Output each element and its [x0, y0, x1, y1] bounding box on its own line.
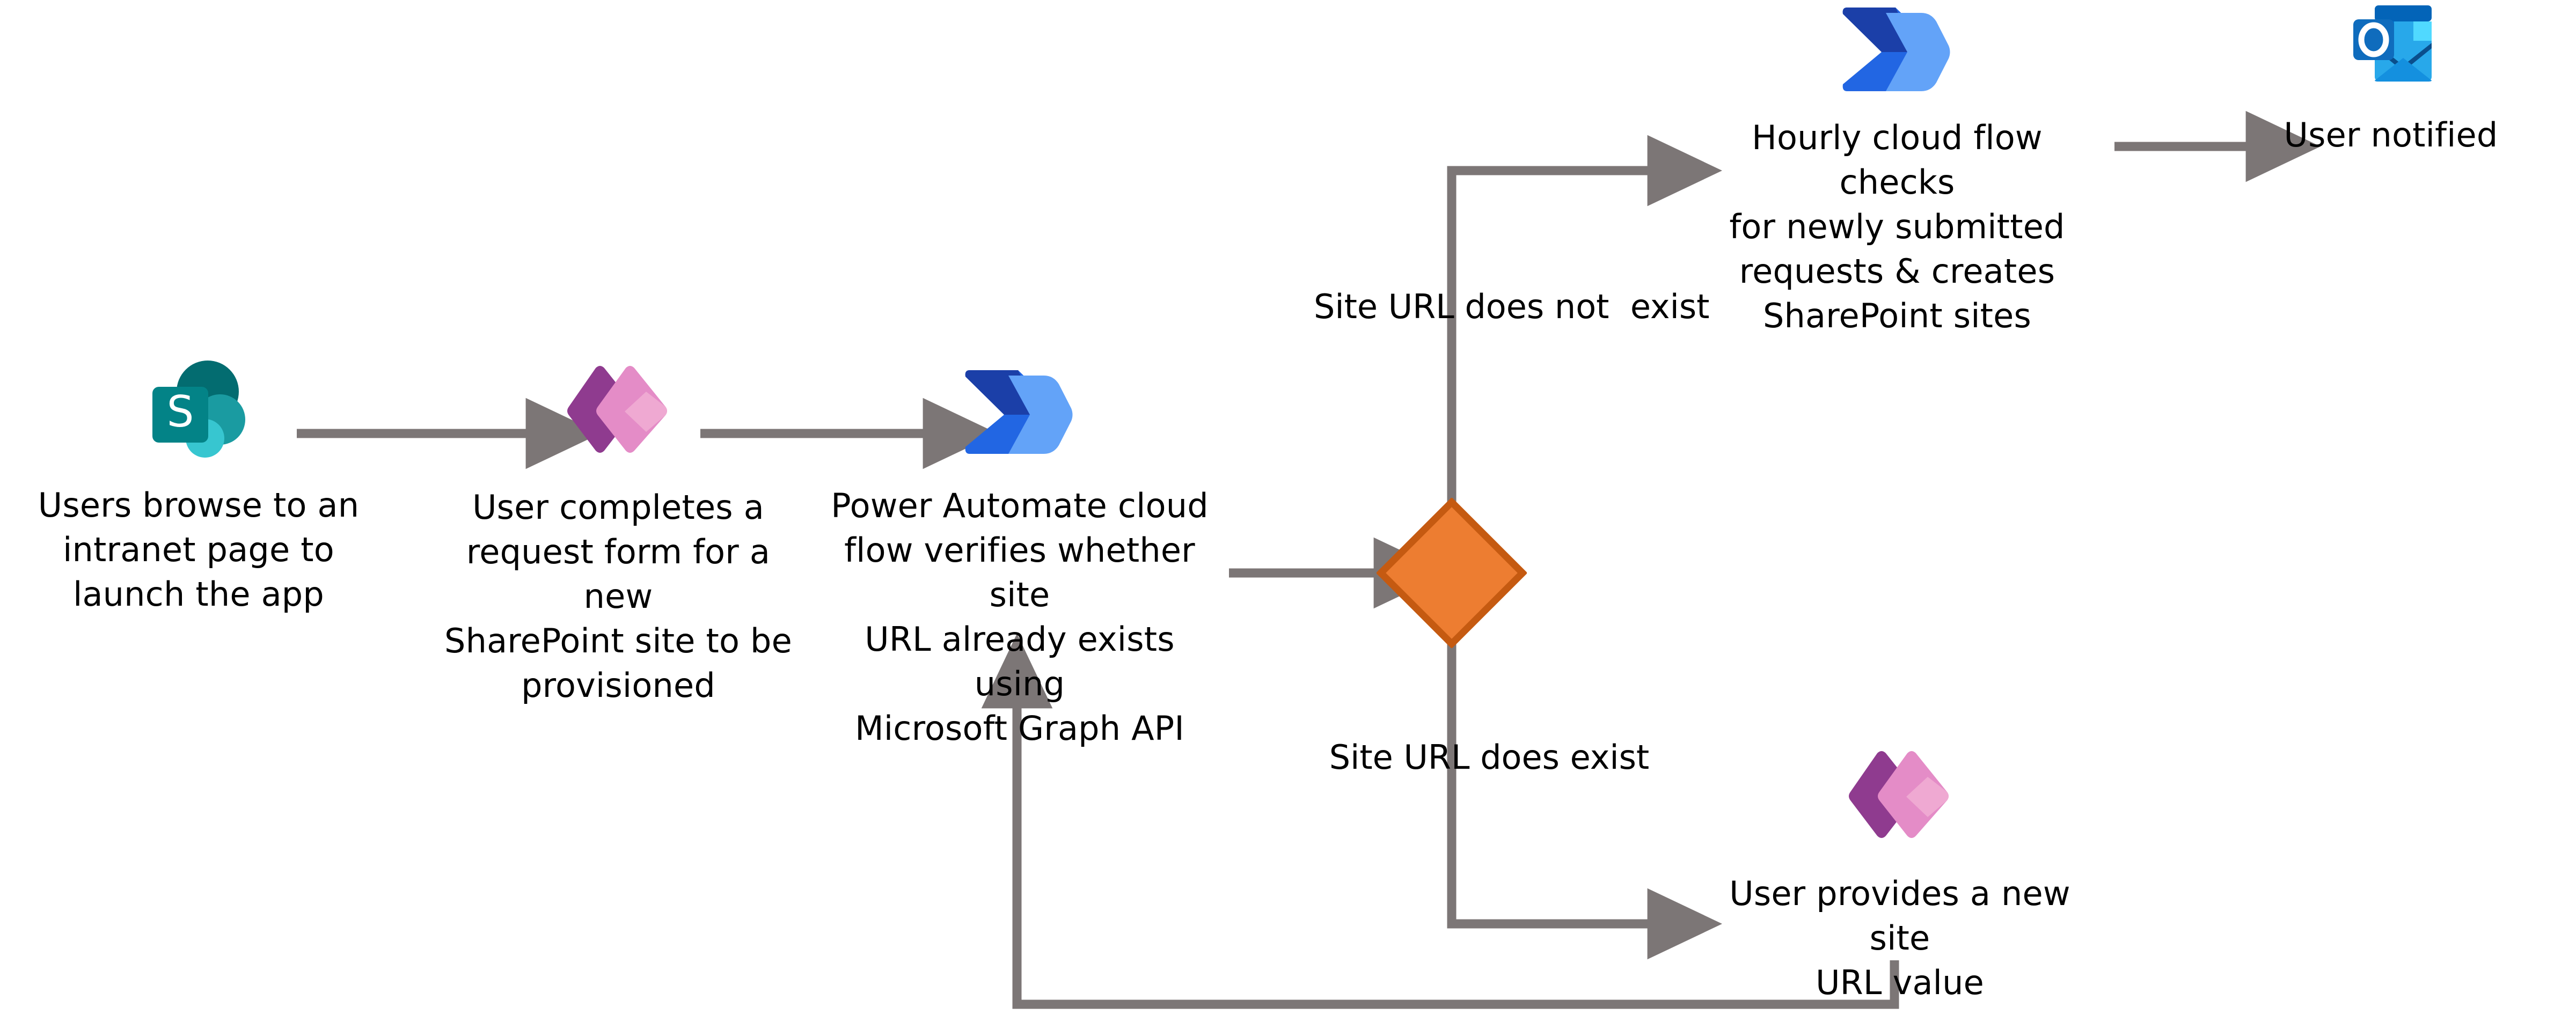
svg-text:S: S [167, 387, 194, 437]
power-automate-icon [958, 365, 1081, 461]
node-complete-request-form[interactable]: User completes a request form for a new … [436, 361, 801, 708]
node-complete-request-form-label: User completes a request form for a new … [444, 488, 792, 705]
sharepoint-icon: S [145, 354, 252, 464]
node-browse-intranet[interactable]: S Users browse to an intranet page to la… [0, 354, 397, 616]
power-automate-icon [1835, 2, 1959, 98]
edge-decision-not-exist [1447, 135, 1722, 528]
node-hourly-cloud-flow-label: Hourly cloud flow checks for newly submi… [1729, 118, 2065, 336]
node-browse-intranet-label: Users browse to an intranet page to laun… [38, 486, 360, 614]
node-user-notified-label: User notified [2284, 115, 2498, 155]
power-apps-icon [1846, 746, 1953, 850]
outlook-icon [2341, 0, 2441, 88]
node-hourly-cloud-flow[interactable]: Hourly cloud flow checks for newly submi… [1693, 2, 2101, 338]
node-verify-site-url[interactable]: Power Automate cloud flow verifies wheth… [821, 365, 1218, 751]
edge-label-site-url-does-not-exist: Site URL does not exist [1314, 287, 1710, 326]
node-user-notified[interactable]: User notified [2262, 0, 2520, 157]
decision-diamond-shape [1375, 497, 1528, 649]
edge-label-site-url-does-exist: Site URL does exist [1329, 738, 1650, 777]
node-provide-new-url[interactable]: User provides a new site URL value [1712, 746, 2088, 1005]
node-provide-new-url-label: User provides a new site URL value [1729, 874, 2070, 1003]
site-url-exists-decision[interactable] [1375, 497, 1528, 649]
power-apps-icon [565, 361, 672, 465]
node-verify-site-url-label: Power Automate cloud flow verifies wheth… [831, 486, 1209, 748]
